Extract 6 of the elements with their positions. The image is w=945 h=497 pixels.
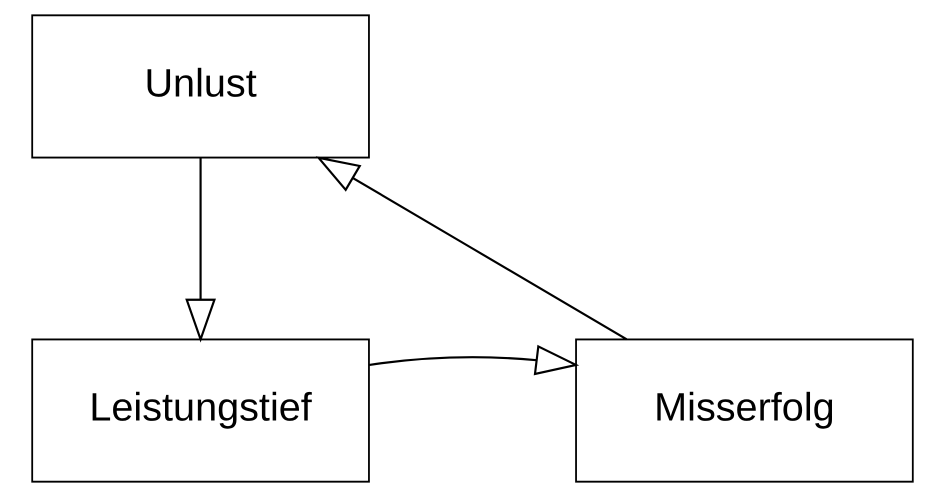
node-box: Misserfolg: [575, 338, 914, 483]
arrow: [185, 158, 216, 343]
arrow: [369, 344, 580, 376]
node-box: Unlust: [31, 14, 370, 158]
arrow: [316, 156, 628, 340]
node-box: Leistungstief: [31, 338, 370, 483]
